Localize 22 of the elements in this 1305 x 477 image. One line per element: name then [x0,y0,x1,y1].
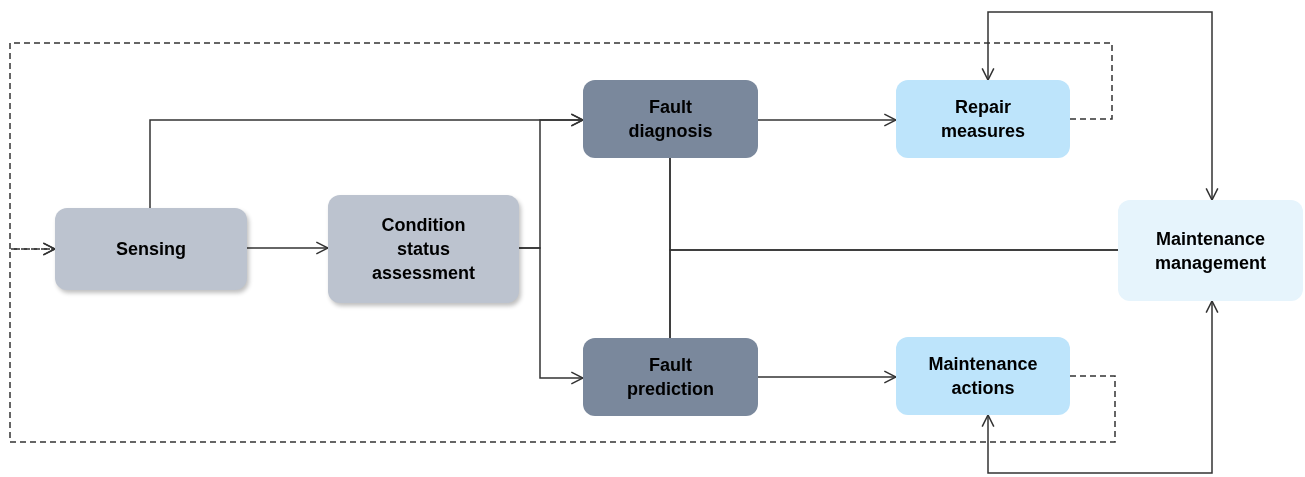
box-label: Repair measures [940,96,1026,143]
arrow [981,300,1219,474]
box-label: Maintenance actions [928,353,1038,400]
arrow [757,113,897,127]
box-label: Condition status assessment [371,214,476,285]
arrow [757,370,897,384]
arrow [981,11,1219,201]
box-label: Fault prediction [627,354,714,401]
process-box [896,337,1070,415]
process-box [583,338,758,416]
process-box [583,80,758,158]
process-box [896,80,1070,158]
dashed-arrow [9,242,1116,443]
process-box [1118,200,1303,301]
box-label: Sensing [116,238,186,261]
connector-line [669,249,1119,339]
arrow [246,241,329,255]
box-label: Fault diagnosis [628,96,713,143]
process-box [328,195,519,303]
box-label: Maintenance management [1155,227,1266,275]
arrow [518,247,584,385]
process-box [55,208,247,290]
